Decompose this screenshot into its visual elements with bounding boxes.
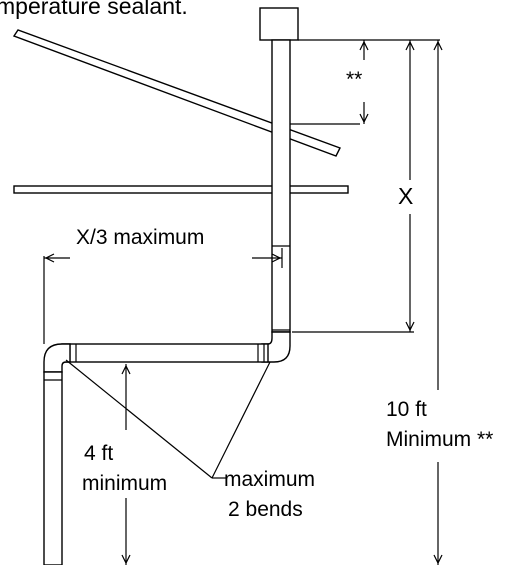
maximum-label: maximum [224,468,315,491]
two-bends-label: 2 bends [228,498,303,521]
arrow-up-ten [433,40,443,51]
arrow-left-x3 [44,253,55,263]
arrow-up-x [405,40,415,51]
ten-ft-label: 10 ft [386,398,427,421]
arrow-down-ten [433,554,443,565]
minimum-label: minimum [82,472,167,495]
leader-right-bend [211,361,271,479]
arrow-right-x3 [271,253,282,263]
header-text: mperature sealant. [0,0,188,19]
x3-max-label: X/3 maximum [76,226,204,249]
horizontal-run [61,343,269,363]
roof-line [12,29,341,157]
arrow-up-four [121,364,131,375]
double-star-label: ** [346,68,362,91]
vent-cap [259,7,299,41]
minimum-star-label: Minimum ** [386,428,493,451]
arrow-down-four [121,554,131,565]
lower-riser [43,371,63,565]
arrow-up-star [359,40,369,51]
x-label: X [398,183,413,209]
leader-left-bend [65,359,213,479]
vertical-riser [271,39,291,333]
arrow-down-star [359,113,369,124]
ceiling-plate [13,185,349,194]
four-ft-label: 4 ft [84,442,113,465]
arrow-down-x [405,321,415,332]
left-elbow [43,343,71,373]
